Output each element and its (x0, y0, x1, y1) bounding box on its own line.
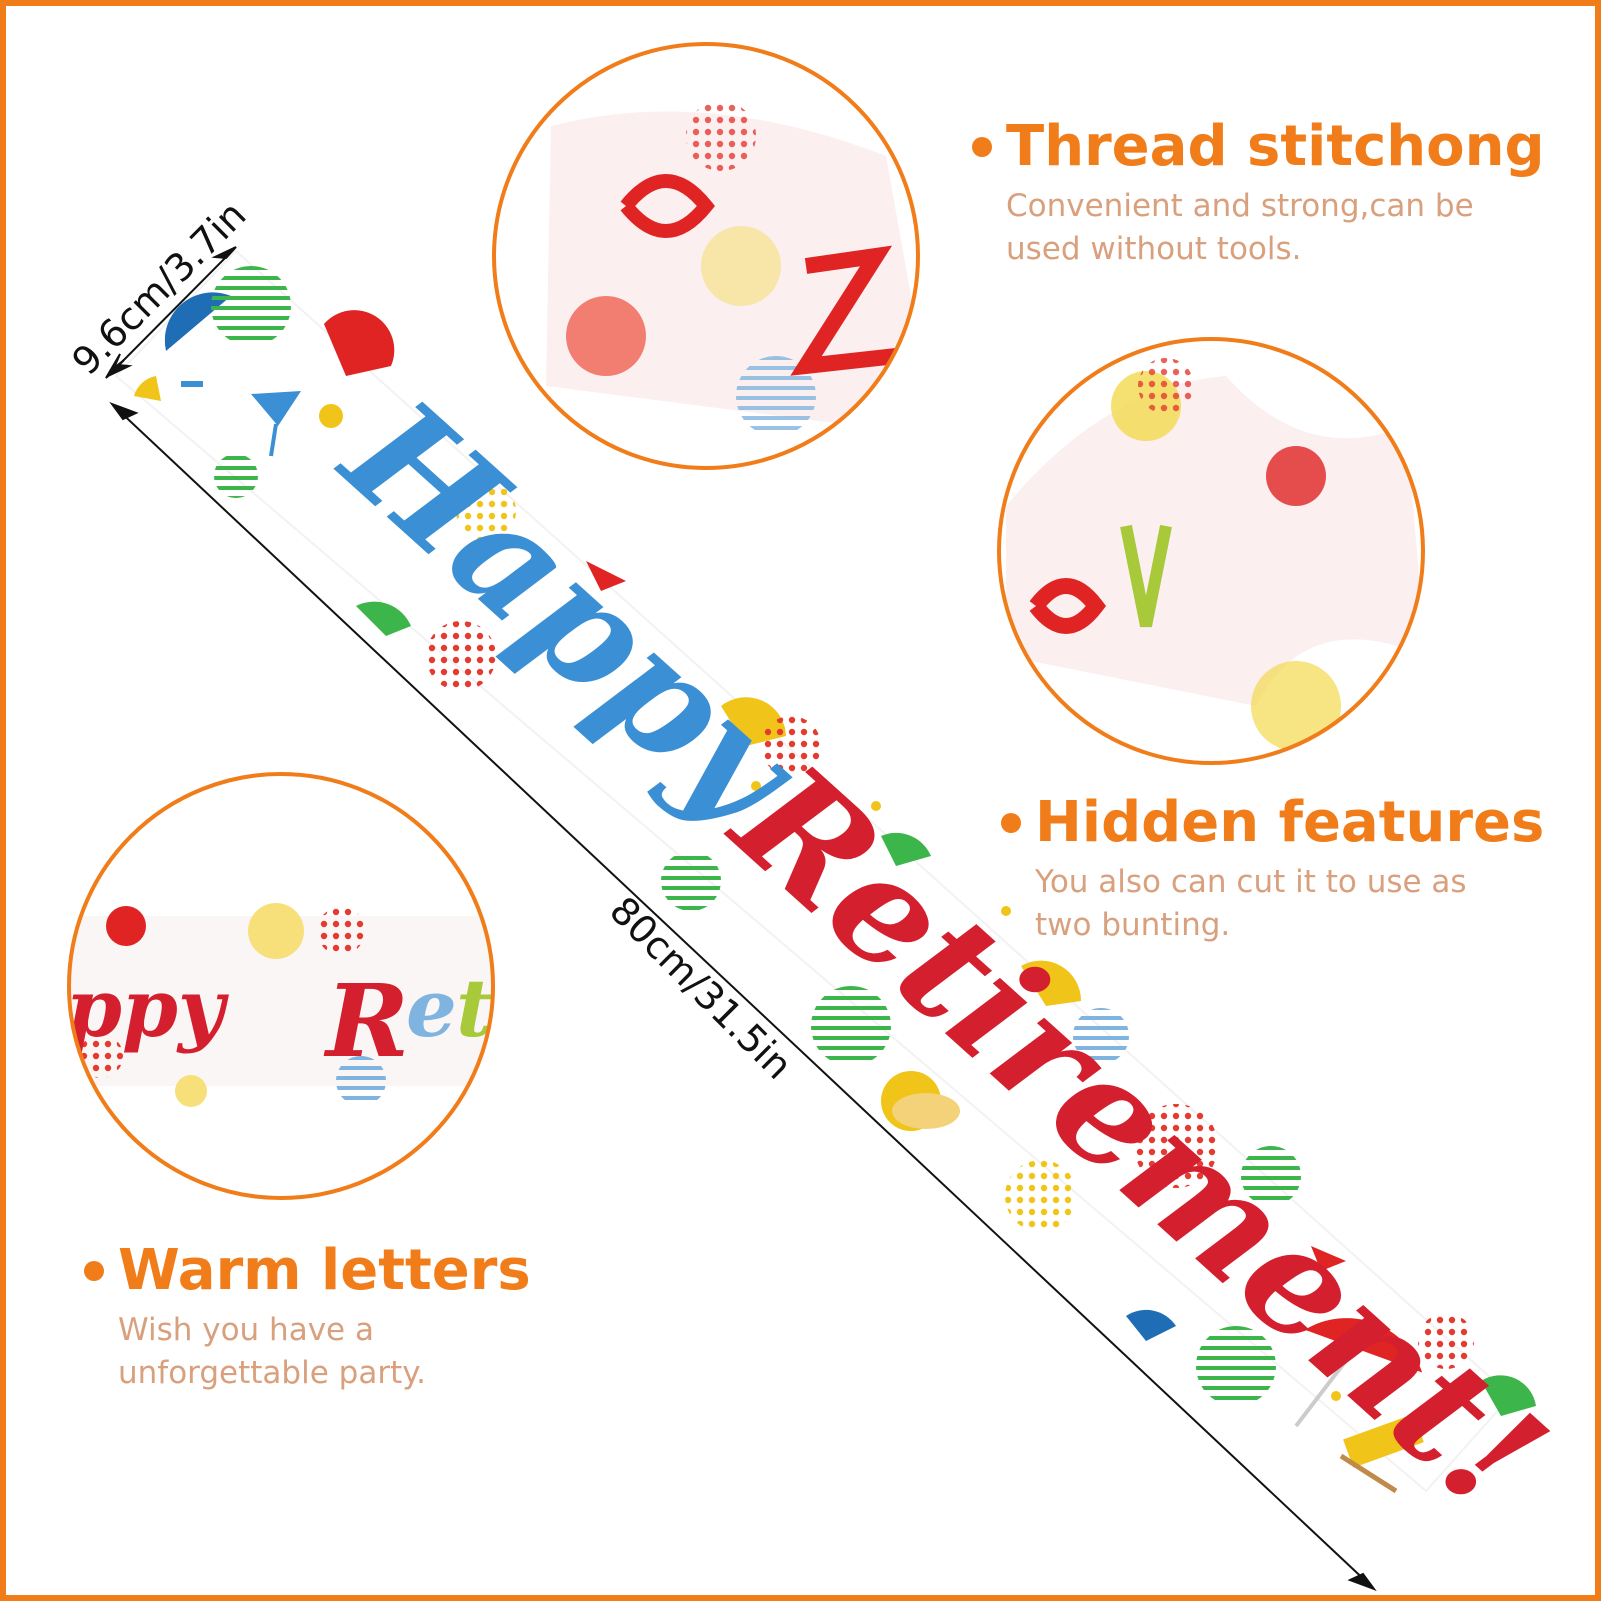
feature-description-line: unforgettable party. (118, 1354, 427, 1391)
feature-description-line: used without tools. (1006, 230, 1302, 267)
svg-text:e: e (406, 961, 457, 1055)
feature-description-line: You also can cut it to use as (1035, 863, 1467, 900)
svg-text:R: R (323, 962, 409, 1080)
bullet-icon (84, 1261, 104, 1282)
detail-circle-letters: ppy R e t (66, 772, 495, 1200)
feature-thread-stitching: Thread stitchong Convenient and strong,c… (972, 114, 1545, 271)
bullet-icon (972, 137, 992, 158)
feature-title: Thread stitchong (1006, 114, 1545, 179)
feature-warm-letters: Warm letters Wish you have a unforgettab… (84, 1238, 531, 1395)
detail-circle-stitching (492, 42, 920, 470)
feature-description-line: Convenient and strong,can be (1006, 187, 1474, 224)
feature-title: Hidden features (1035, 790, 1545, 855)
dimension-lines (105, 246, 1377, 1592)
banner-artwork: Happy Retirement! (66, 42, 1577, 1592)
feature-description-line: two bunting. (1035, 906, 1231, 943)
banner-decorations (134, 266, 1536, 1494)
feature-description-line: Wish you have a (118, 1311, 374, 1348)
feature-title: Warm letters (118, 1238, 531, 1303)
svg-text:ppy: ppy (66, 961, 230, 1055)
bullet-icon (1001, 813, 1021, 834)
detail-circle-hidden (997, 337, 1425, 765)
feature-hidden-features: Hidden features You also can cut it to u… (1001, 790, 1545, 947)
